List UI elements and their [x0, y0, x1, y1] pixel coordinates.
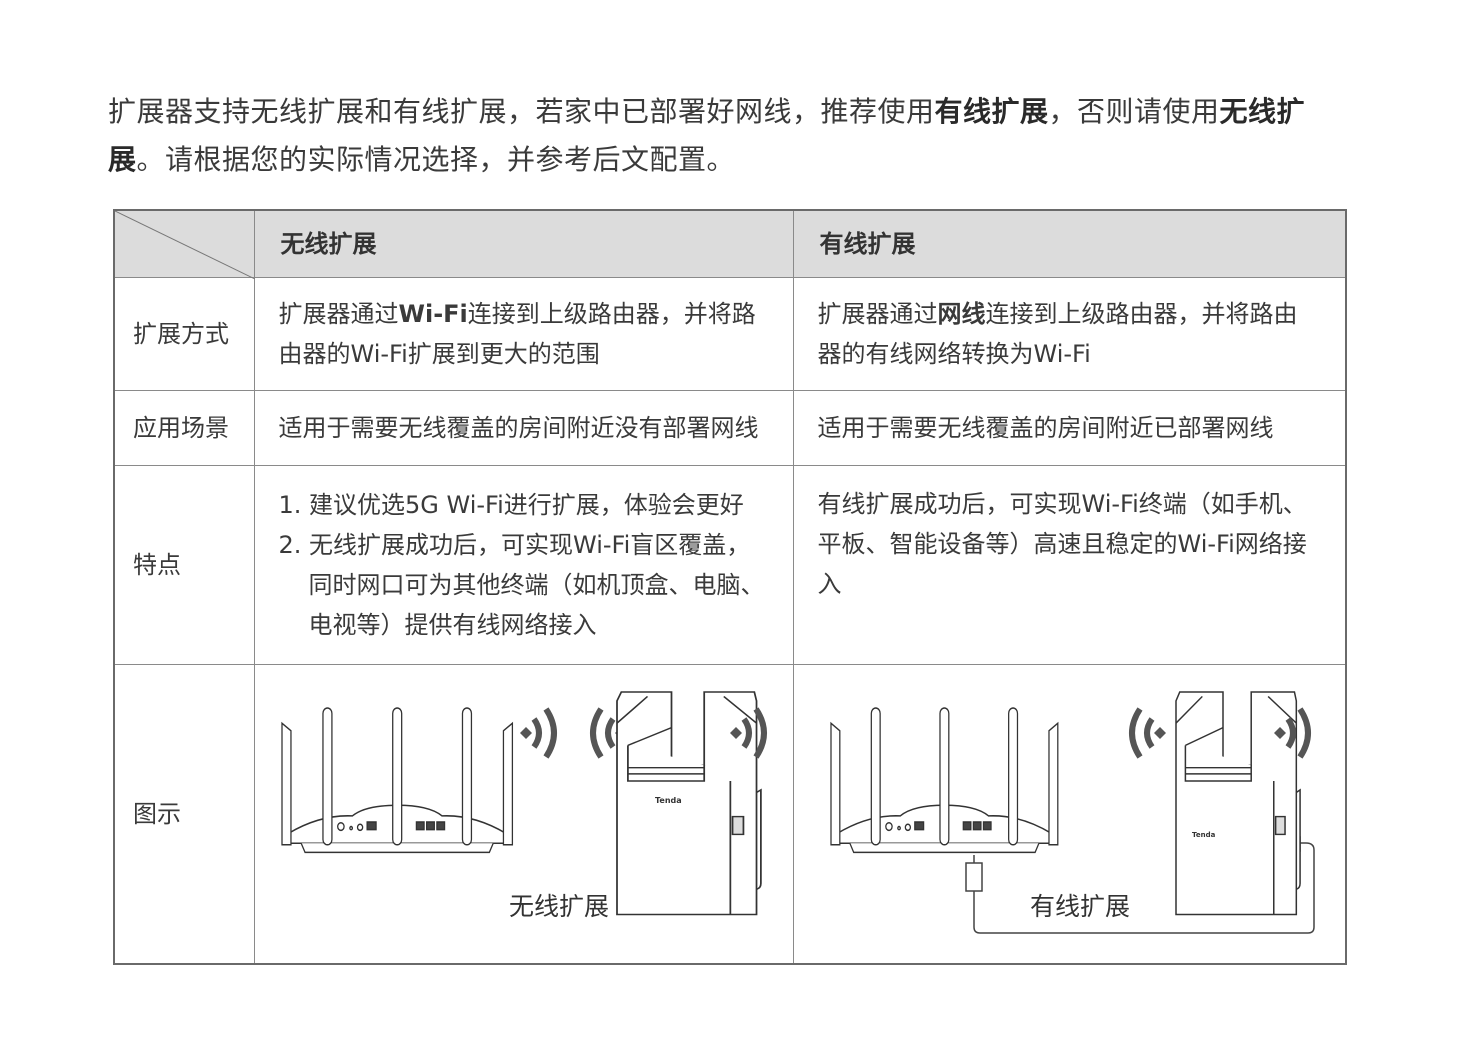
extender-icon [615, 691, 762, 916]
intro-text: ，否则请使用 [1048, 95, 1220, 128]
brand-logo: Tenda [655, 796, 682, 805]
text: 扩展器通过 [817, 300, 938, 328]
caption-wired: 有线扩展 [1030, 892, 1130, 921]
comparison-table: 无线扩展 有线扩展 扩展方式 扩展器通过Wi-Fi连接到上级路由器，并将路由器的… [113, 209, 1347, 965]
intro-paragraph: 扩展器支持无线扩展和有线扩展，若家中已部署好网线，推荐使用有线扩展，否则请使用无… [108, 88, 1358, 184]
row-label-mode: 扩展方式 [113, 277, 255, 391]
text: 连接到上级路由器，并将路由器的有线网络转换为Wi-Fi [817, 300, 1298, 368]
row-label-scenario: 应用场景 [113, 390, 255, 466]
row-label-illustration: 图示 [113, 664, 255, 965]
router-icon [280, 707, 513, 854]
illustration-wireless: Tenda 无线扩展 [253, 664, 794, 965]
row-label-features: 特点 [113, 465, 255, 665]
corner-cell [113, 209, 255, 279]
cell-mode-wired: 扩展器通过网线连接到上级路由器，并将路由器的有线网络转换为Wi-Fi [792, 277, 1346, 391]
illustration-wired: Tenda 有线扩展 [792, 664, 1346, 965]
header-wired: 有线扩展 [792, 209, 1346, 278]
cable-plug [964, 862, 983, 892]
text: 连接到上级路由器，并将路由器的Wi-Fi扩展到更大的范围 [278, 300, 756, 368]
router-icon [829, 707, 1059, 854]
wifi-wave-icon [1132, 709, 1166, 757]
wifi-wave-icon [520, 709, 554, 757]
intro-text: 扩展器支持无线扩展和有线扩展，若家中已部署好网线，推荐使用 [108, 95, 935, 128]
intro-bold-wireless: 无线扩展 [108, 95, 1306, 176]
extender-icon [1174, 691, 1301, 916]
intro-bold-wired: 有线扩展 [934, 95, 1049, 128]
intro-text: 。请根据您的实际情况选择，并参考后文配置。 [136, 143, 736, 176]
header-wireless: 无线扩展 [253, 209, 794, 278]
cell-scenario-wired: 适用于需要无线覆盖的房间附近已部署网线 [792, 390, 1346, 466]
bold-text: 网线 [937, 300, 986, 328]
brand-logo: Tenda [1192, 831, 1216, 839]
cell-features-wireless: 1. 建议优选5G Wi-Fi进行扩展，体验会更好 2. 无线扩展成功后，可实现… [253, 465, 794, 665]
text: 扩展器通过 [278, 300, 399, 328]
bold-text: Wi-Fi [398, 300, 468, 328]
cell-mode-wireless: 扩展器通过Wi-Fi连接到上级路由器，并将路由器的Wi-Fi扩展到更大的范围 [253, 277, 794, 391]
feature-item: 2. 无线扩展成功后，可实现Wi-Fi盲区覆盖，同时网口可为其他终端（如机顶盒、… [278, 531, 765, 639]
caption-wireless: 无线扩展 [509, 892, 609, 921]
cell-scenario-wireless: 适用于需要无线覆盖的房间附近没有部署网线 [253, 390, 794, 466]
cell-features-wired: 有线扩展成功后，可实现Wi-Fi终端（如手机、平板、智能设备等）高速且稳定的Wi… [792, 465, 1346, 665]
feature-item: 1. 建议优选5G Wi-Fi进行扩展，体验会更好 [278, 491, 744, 519]
